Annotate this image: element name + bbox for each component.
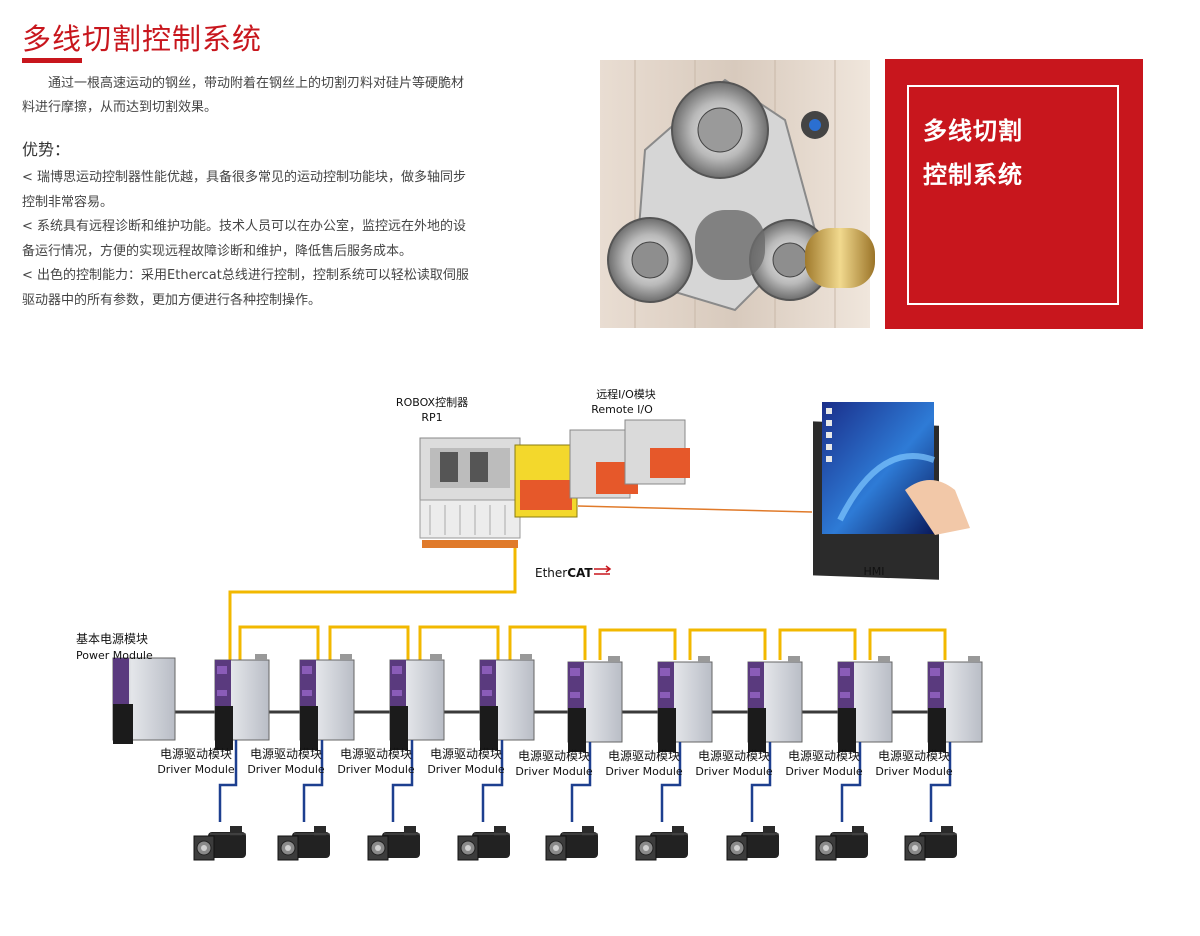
servo-motor [277,825,331,861]
remote-io-en-label: Remote I/O [591,403,653,416]
driver-label: 电源驱动模块 [250,747,322,761]
driver-label: 电源驱动模块 [608,749,680,763]
driver-en-label: Driver Module [157,763,235,776]
servo-motors [193,825,958,861]
driver-en-label: Driver Module [247,763,325,776]
driver-label: 电源驱动模块 [160,747,232,761]
panel-line-2: 控制系统 [923,161,1023,189]
servo-motor [904,825,958,861]
driver-module [927,655,983,753]
power-module [112,657,176,744]
servo-motor [635,825,689,861]
ethercat-chain [238,625,947,660]
driver-module [389,653,445,751]
servo-motor [545,825,599,861]
ethercat-logo: EtherCAT [535,566,593,580]
driver-label: 电源驱动模块 [340,747,412,761]
driver-en-label: Driver Module [515,765,593,778]
driver-label: 电源驱动模块 [430,747,502,761]
hmi-link [577,505,813,513]
controller-module [419,437,578,548]
driver-labels: 电源驱动模块 Driver Module 电源驱动模块 Driver Modul… [157,747,953,778]
power-module-label: 基本电源模块 [76,632,148,646]
motor-cables [218,740,952,822]
panel-frame [907,85,1119,305]
ethercat-logo-prefix: Ether [535,566,567,580]
title-panel: 多线切割 控制系统 [885,59,1143,329]
driver-en-label: Driver Module [427,763,505,776]
remote-io-label: 远程I/O模块 [596,388,656,401]
advantage-item: < 系统具有远程诊断和维护功能。技术人员可以在办公室，监控远在外地的设备运行情况… [22,219,467,259]
servo-motor [815,825,869,861]
servo-motor [193,825,247,861]
driver-module [479,653,535,751]
remote-io-module [569,419,690,499]
advantage-item: < 出色的控制能力：采用Ethercat总线进行控制，控制系统可以轻松读取伺服驱… [22,268,469,308]
system-diagram: ROBOX控制器 RP1 远程I/O模块 Remote I/O EtherCAT… [76,388,983,861]
controller-label: ROBOX控制器 [396,395,468,409]
driver-module [567,655,623,753]
intro-text: 通过一根高速运动的钢丝，带动附着在钢丝上的切割刃料对硅片等硬脆材料进行摩擦，从而… [22,72,470,120]
panel-text: 多线切割 控制系统 [923,109,1023,197]
driver-en-label: Driver Module [875,765,953,778]
advantages-list: < 瑞博思运动控制器性能优越，具备很多常见的运动控制功能块，做多轴同步控制非常容… [22,166,472,313]
ethercat-trunk [228,548,517,665]
driver-label: 电源驱动模块 [878,749,950,763]
machine-photo [600,60,875,328]
driver-label: 电源驱动模块 [698,749,770,763]
driver-en-label: Driver Module [337,763,415,776]
driver-en-label: Driver Module [695,765,773,778]
power-module-en-label: Power Module [76,649,153,662]
driver-module [299,653,355,751]
driver-module [837,655,893,753]
title-underline [22,58,82,63]
servo-motor [367,825,421,861]
ethercat-logo-suffix: CAT [567,566,593,580]
driver-modules [214,653,983,753]
hmi-panel [813,402,970,580]
driver-module [747,655,803,753]
driver-module [657,655,713,753]
servo-motor [457,825,511,861]
driver-label: 电源驱动模块 [788,749,860,763]
controller-model-label: RP1 [421,411,442,424]
driver-label: 电源驱动模块 [518,749,590,763]
driver-en-label: Driver Module [605,765,683,778]
hmi-label: HMI [863,565,884,578]
driver-en-label: Driver Module [785,765,863,778]
intro-paragraph: 通过一根高速运动的钢丝，带动附着在钢丝上的切割刃料对硅片等硬脆材料进行摩擦，从而… [22,76,465,115]
advantages-heading: 优势： [22,140,71,159]
servo-motor [726,825,780,861]
ethercat-arrow-icon [594,565,612,575]
driver-module [214,653,270,751]
panel-line-1: 多线切割 [923,117,1023,145]
page-title: 多线切割控制系统 [22,22,263,56]
advantage-item: < 瑞博思运动控制器性能优越，具备很多常见的运动控制功能块，做多轴同步控制非常容… [22,170,467,210]
